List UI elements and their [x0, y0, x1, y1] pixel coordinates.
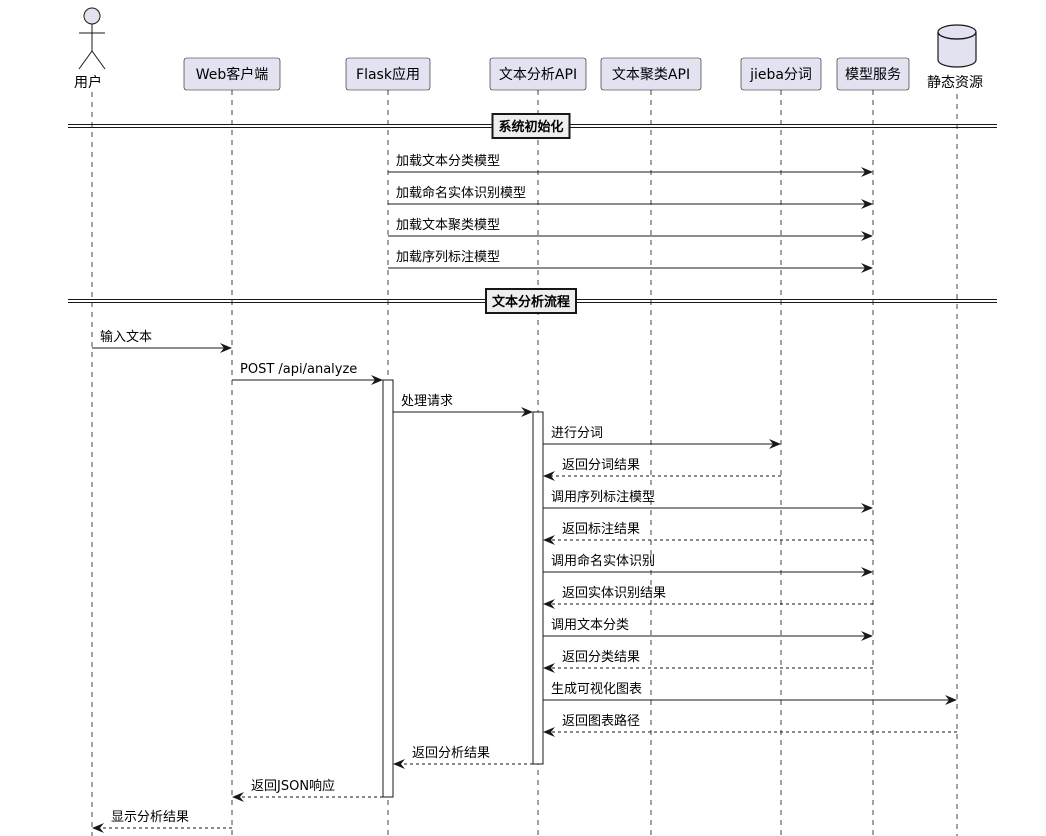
participant-cluster: 文本聚类API — [600, 57, 702, 91]
message-return: 返回实体识别结果 — [543, 586, 873, 609]
message-label: 返回图表路径 — [562, 713, 640, 729]
message-call: 生成可视化图表 — [543, 682, 957, 705]
database-icon — [937, 24, 977, 68]
participant-label: Web客户端 — [196, 66, 269, 83]
participant-label: 文本聚类API — [612, 67, 690, 83]
message-label: 调用命名实体识别 — [551, 553, 655, 569]
message-call: 加载命名实体识别模型 — [388, 185, 873, 209]
message-call: 调用文本分类 — [543, 618, 873, 641]
message-label: 进行分词 — [551, 426, 603, 441]
message-return: 返回分词结果 — [543, 458, 781, 481]
message-label: POST /api/analyze — [240, 362, 357, 377]
message-label: 调用文本分类 — [551, 618, 629, 633]
actor-icon — [78, 7, 106, 70]
participant-label: 文本分析API — [499, 67, 577, 83]
participant-label: Flask应用 — [356, 66, 420, 83]
message-return: 显示分析结果 — [92, 810, 232, 833]
message-label: 返回实体识别结果 — [562, 586, 666, 601]
message-return: 返回图表路径 — [543, 713, 957, 737]
message-label: 返回分词结果 — [562, 458, 640, 473]
participant-label: 用户 — [74, 74, 102, 91]
message-label: 返回分析结果 — [412, 746, 490, 761]
divider: 文本分析流程 — [68, 288, 997, 314]
divider: 系统初始化 — [68, 113, 997, 139]
message-return: 返回分类结果 — [543, 650, 873, 673]
divider-label: 文本分析流程 — [492, 294, 570, 310]
activation-bar-analysis — [532, 411, 544, 765]
message-label: 返回分类结果 — [562, 650, 640, 665]
message-return: 返回分析结果 — [393, 746, 533, 769]
message-label: 调用序列标注模型 — [551, 490, 655, 505]
participant-analysis: 文本分析API — [489, 57, 587, 91]
message-label: 返回标注结果 — [562, 522, 640, 537]
participant-label: 静态资源 — [927, 75, 983, 91]
message-label: 输入文本 — [100, 329, 152, 345]
message-call: 加载文本聚类模型 — [388, 218, 873, 241]
message-label: 加载文本聚类模型 — [396, 218, 500, 233]
participant-flask: Flask应用 — [345, 57, 431, 91]
activation-bar-flask — [382, 379, 394, 798]
participant-label: 模型服务 — [845, 67, 901, 83]
participant-label: jieba分词 — [749, 67, 812, 83]
participant-user: 用户 — [74, 7, 106, 91]
participant-jieba: jieba分词 — [740, 57, 822, 91]
message-call: 加载文本分类模型 — [388, 154, 873, 177]
message-call: 处理请求 — [393, 394, 533, 417]
message-label: 加载文本分类模型 — [396, 154, 500, 169]
message-call: 加载序列标注模型 — [388, 250, 873, 273]
message-label: 返回JSON响应 — [251, 778, 335, 794]
message-call: 输入文本 — [92, 329, 232, 353]
message-call: 调用命名实体识别 — [543, 553, 873, 577]
participant-static: 静态资源 — [927, 24, 983, 91]
divider-label: 系统初始化 — [498, 119, 563, 135]
message-label: 处理请求 — [401, 394, 453, 409]
participant-web: Web客户端 — [183, 57, 281, 91]
message-return: 返回JSON响应 — [232, 778, 383, 802]
message-return: 返回标注结果 — [543, 522, 873, 545]
message-call: 进行分词 — [543, 426, 781, 449]
message-label: 加载命名实体识别模型 — [396, 185, 526, 201]
participant-model: 模型服务 — [836, 57, 910, 91]
message-label: 显示分析结果 — [111, 810, 189, 825]
message-call: 调用序列标注模型 — [543, 490, 873, 513]
message-label: 加载序列标注模型 — [396, 250, 500, 265]
message-call: POST /api/analyze — [232, 362, 383, 385]
message-label: 生成可视化图表 — [551, 682, 642, 697]
